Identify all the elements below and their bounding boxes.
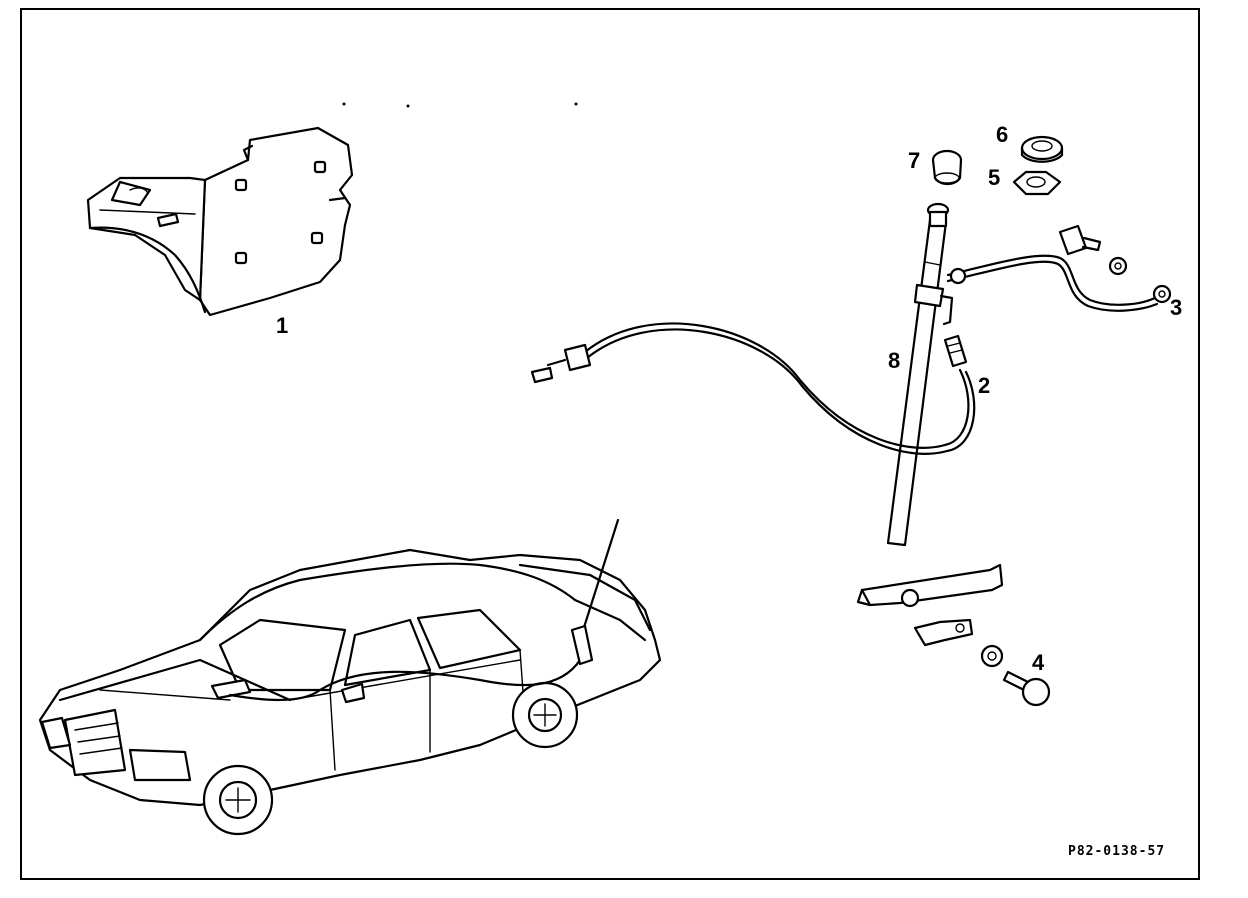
diagram-frame [20, 8, 1200, 880]
figure-reference: P82-0138-57 [1068, 844, 1165, 859]
part-label-5: 5 [988, 165, 1000, 190]
part-label-2: 2 [978, 373, 990, 398]
ring-seal-part [1020, 135, 1064, 163]
part-label-4: 4 [1032, 650, 1045, 675]
part-label-8: 8 [888, 348, 900, 373]
car-illustration [38, 518, 662, 836]
part-label-7: 7 [908, 148, 920, 173]
part-label-1: 1 [276, 313, 288, 338]
part-label-3: 3 [1170, 295, 1182, 320]
antenna-mast-part [886, 202, 954, 547]
antenna-cable-part [530, 322, 976, 455]
ground-cable-part [946, 224, 1172, 312]
part-label-6: 6 [996, 122, 1008, 147]
bracket-panel-part [86, 126, 354, 317]
screw-set-part [856, 563, 1051, 707]
cap-part [931, 149, 963, 186]
scan-specks [342, 102, 578, 108]
nut-part [1012, 170, 1062, 196]
